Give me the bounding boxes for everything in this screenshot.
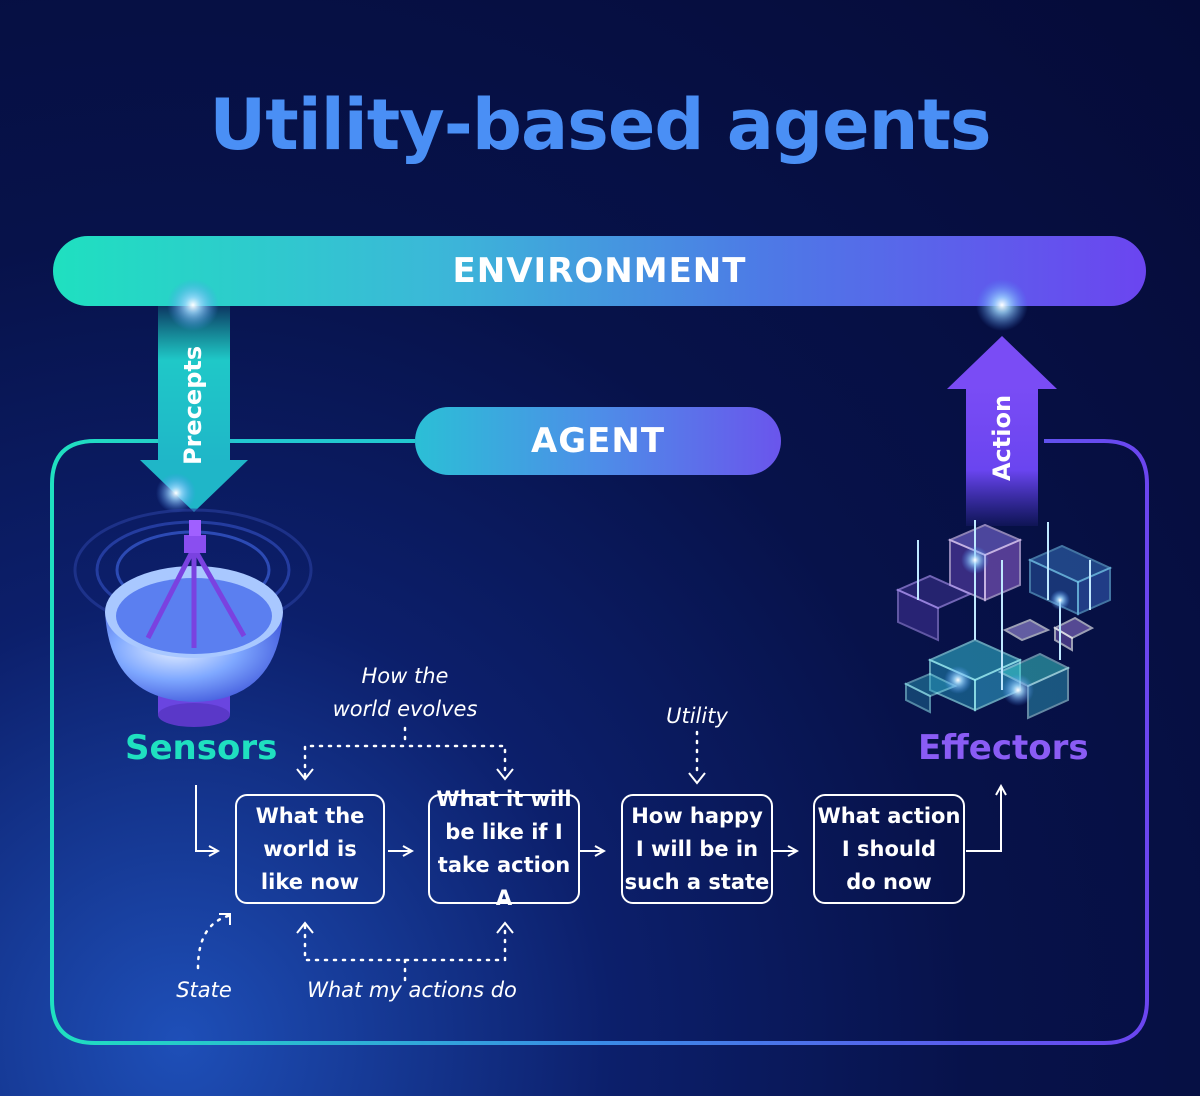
diagram-title: Utility-based agents <box>209 84 991 166</box>
satellite-dish-icon <box>73 508 313 727</box>
action-arrow <box>947 336 1057 526</box>
sensors-label: Sensors <box>125 728 278 768</box>
agent-pill: AGENT <box>415 407 781 475</box>
actions-do-note: What my actions do <box>307 978 517 1002</box>
precepts-arrow <box>140 305 248 512</box>
action-label: Action <box>988 394 1016 482</box>
state-note: State <box>176 978 232 1002</box>
utility-box: How happy I will be in such a state <box>621 794 773 904</box>
agent-label: AGENT <box>530 421 666 461</box>
action-outcome-label: What it will be like if I take action A <box>436 787 572 910</box>
environment-label: ENVIRONMENT <box>452 251 747 291</box>
decision-label: What action I should do now <box>817 803 961 894</box>
environment-bar: ENVIRONMENT <box>53 236 1146 306</box>
utility-label: How happy I will be in such a state <box>624 803 770 894</box>
precepts-label: Precepts <box>179 345 207 465</box>
decision-box: What action I should do now <box>813 794 965 904</box>
utility-note: Utility <box>666 704 728 728</box>
action-outcome-box: What it will be like if I take action A <box>428 787 580 910</box>
world-evolves-note: How the world evolves <box>332 664 478 721</box>
agent-frame <box>50 439 1149 1045</box>
effectors-label: Effectors <box>918 728 1089 768</box>
world-now-box: What the world is like now <box>235 794 385 904</box>
world-now-label: What the world is like now <box>255 803 365 894</box>
